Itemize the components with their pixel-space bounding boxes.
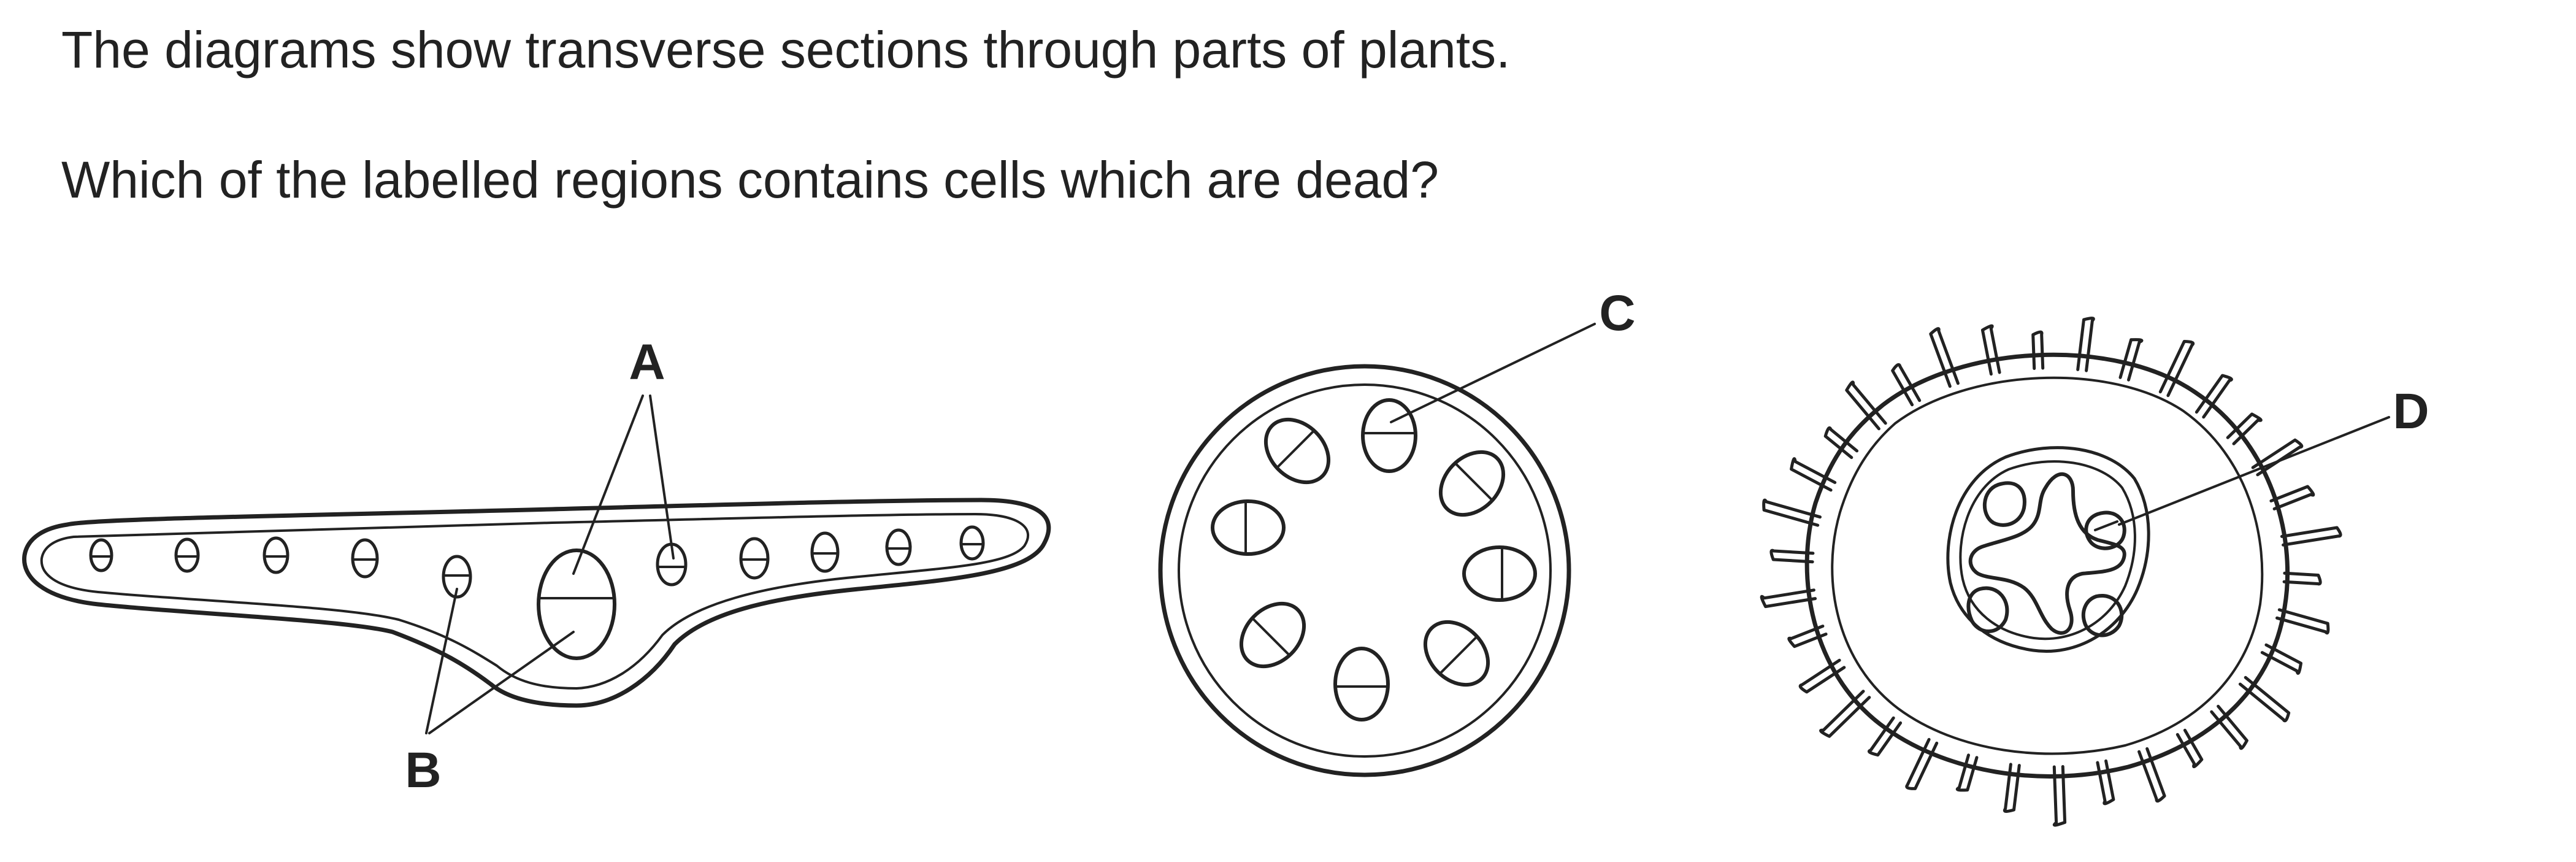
root-endodermis-outer: [1946, 446, 2150, 653]
root-hair: [2052, 765, 2067, 827]
label-b-pointer-bundle: [425, 588, 458, 734]
root-hair: [1905, 737, 1939, 790]
label-d-pointer: [2118, 416, 2390, 526]
root-phloem-group-d: [2084, 510, 2126, 550]
leaf-vascular-bundle: [263, 536, 289, 574]
label-a-pointer-midrib: [572, 394, 644, 575]
root-hair: [1823, 426, 1859, 460]
root-hair: [2251, 438, 2304, 477]
label-c-group: C: [1390, 285, 1636, 423]
leaf-vascular-bundle: [885, 528, 912, 566]
question-line-2: Which of the labelled regions contains c…: [61, 151, 1439, 209]
root-hair: [2137, 747, 2166, 803]
leaf-outline-outer: [22, 498, 1051, 708]
stem-vascular-bundle: [1263, 417, 1331, 485]
label-b-pointer-midrib: [428, 631, 575, 734]
label-a-group: A: [572, 334, 675, 575]
leaf-vascular-bundle: [739, 537, 770, 580]
root-phloem-group: [1983, 481, 2026, 527]
leaf-vascular-bundle: [810, 531, 840, 573]
root-hair: [1790, 457, 1837, 492]
root-hair: [1760, 588, 1817, 609]
root-hair: [1955, 753, 1979, 792]
root-epidermis-outer: [1804, 352, 2290, 779]
root-hair: [1787, 625, 1828, 648]
root-endodermis-inner: [1959, 460, 2136, 641]
leaf-section: A B: [22, 334, 1051, 798]
leaf-vascular-bundle: [351, 538, 379, 579]
root-hair: [2003, 763, 2021, 813]
label-c: C: [1599, 285, 1635, 341]
stem-vascular-bundle: [1239, 601, 1306, 669]
stem-vascular-bundle: [1211, 499, 1286, 556]
root-hair: [2175, 728, 2204, 769]
root-phloem-group: [1966, 586, 2009, 633]
root-hair: [2031, 330, 2045, 370]
root-hair: [1868, 716, 1903, 757]
root-phloem-d-divider: [2094, 520, 2118, 531]
question-line-1: The diagrams show transverse sections th…: [61, 21, 1511, 79]
label-b-group: B: [405, 588, 575, 798]
root-hair: [1798, 658, 1846, 694]
label-d-group: D: [2118, 383, 2429, 526]
root-hair: [2260, 643, 2302, 675]
stem-vascular-bundle: [1462, 545, 1537, 602]
leaf-vascular-bundle-b: [442, 555, 472, 599]
label-b: B: [405, 742, 441, 798]
root-phloem-groups: [1966, 481, 2126, 637]
root-hair: [1769, 548, 1815, 564]
leaf-vascular-bundle: [174, 537, 200, 573]
stem-vascular-bundle: [1333, 647, 1390, 722]
stem-inner-ring: [1178, 383, 1552, 758]
stem-vascular-bundle-c: [1361, 398, 1417, 473]
root-hair: [1891, 363, 1922, 407]
root-hair: [2226, 412, 2263, 445]
label-a: A: [629, 334, 665, 390]
root-hair: [2238, 675, 2291, 723]
root-hair: [2210, 704, 2248, 750]
root-hair: [1980, 324, 2001, 376]
label-d: D: [2393, 383, 2429, 439]
root-hair: [2280, 526, 2342, 547]
leaf-midrib-bundle: [537, 548, 616, 660]
leaf-vascular-bundle: [89, 538, 113, 572]
root-phloem-group: [2081, 593, 2124, 637]
root-xylem-star: [1968, 472, 2126, 635]
root-hair: [2158, 340, 2195, 398]
root-hair: [2076, 317, 2095, 372]
leaf-vascular-bundle: [959, 525, 985, 561]
root-hair: [2118, 338, 2144, 382]
stem-section: C: [1158, 285, 1636, 777]
leaf-vascular-bundles: [89, 525, 985, 660]
root-hair: [2195, 374, 2233, 419]
root-hair: [2282, 571, 2322, 586]
stem-vascular-bundle: [1423, 620, 1490, 687]
root-section: D: [1760, 317, 2429, 827]
leaf-outline-inner: [40, 513, 1029, 690]
root-hair: [2275, 608, 2330, 635]
root-hair: [1819, 690, 1871, 738]
stem-outer-ring: [1158, 364, 1571, 777]
stem-vascular-bundles: [1211, 398, 1537, 722]
root-hairs: [1760, 317, 2342, 827]
root-hair: [1845, 380, 1887, 431]
root-hair: [2096, 759, 2115, 806]
label-c-pointer: [1390, 323, 1596, 423]
root-cortex-inner-line: [1831, 376, 2264, 755]
stem-vascular-bundle: [1438, 450, 1506, 517]
root-hair: [1762, 498, 1822, 527]
root-hair: [2269, 485, 2315, 510]
label-a-pointer-bundle: [649, 394, 675, 560]
root-hair: [1929, 327, 1960, 388]
